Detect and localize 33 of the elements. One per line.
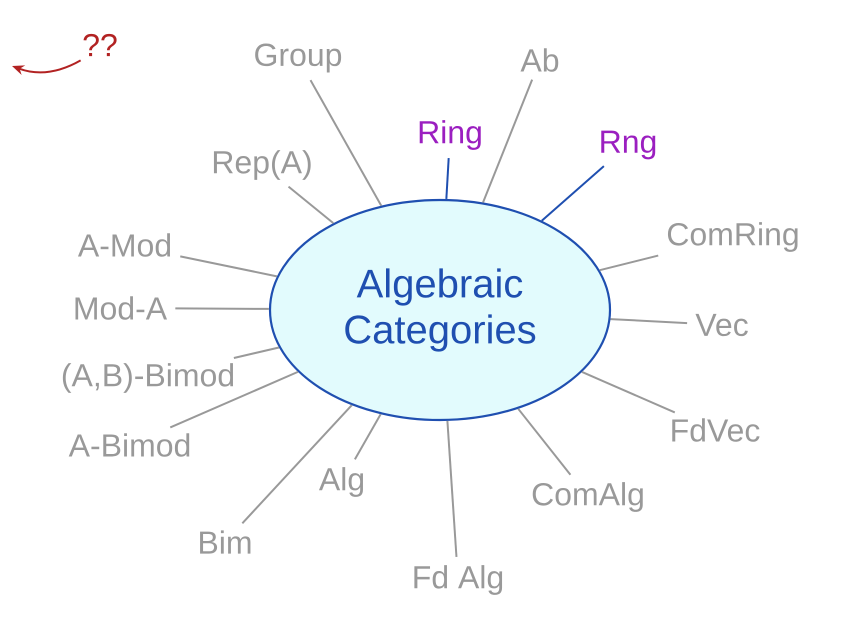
category-label: (A,B)-Bimod bbox=[62, 363, 234, 393]
spoke-line bbox=[170, 370, 298, 428]
spoke-line bbox=[354, 414, 382, 460]
category-label: Rng bbox=[601, 130, 656, 160]
category-label: Ring bbox=[420, 120, 481, 150]
spoke-line bbox=[582, 371, 676, 414]
spoke-line bbox=[482, 79, 534, 203]
spoke-line bbox=[446, 420, 458, 557]
category-label: ComAlg bbox=[532, 482, 643, 512]
question-marks: ?? bbox=[84, 34, 117, 56]
spoke-line bbox=[175, 307, 269, 310]
category-label: Fd Alg bbox=[414, 565, 502, 595]
category-label: Ab bbox=[520, 48, 558, 72]
category-label: A-Mod bbox=[78, 233, 170, 257]
category-label: Vec bbox=[695, 314, 748, 336]
spoke-line bbox=[599, 254, 658, 272]
spoke-line bbox=[517, 408, 572, 476]
spoke-line bbox=[541, 165, 605, 222]
spoke-line bbox=[180, 255, 278, 278]
spoke-line bbox=[310, 80, 382, 206]
category-label: ComRing bbox=[668, 222, 798, 252]
category-label: Mod-A bbox=[76, 296, 168, 320]
spoke-line bbox=[610, 318, 688, 324]
category-label: A-Bimod bbox=[68, 433, 190, 457]
spoke-line bbox=[234, 346, 280, 359]
category-label: Rep(A) bbox=[214, 150, 311, 180]
spoke-line bbox=[242, 404, 352, 524]
spoke-line bbox=[288, 186, 334, 224]
spoke-line bbox=[445, 158, 450, 200]
category-label: Alg bbox=[318, 467, 364, 497]
category-label: FdVec bbox=[672, 418, 760, 442]
category-label: Group bbox=[255, 44, 342, 72]
category-label: Bim bbox=[200, 530, 250, 554]
